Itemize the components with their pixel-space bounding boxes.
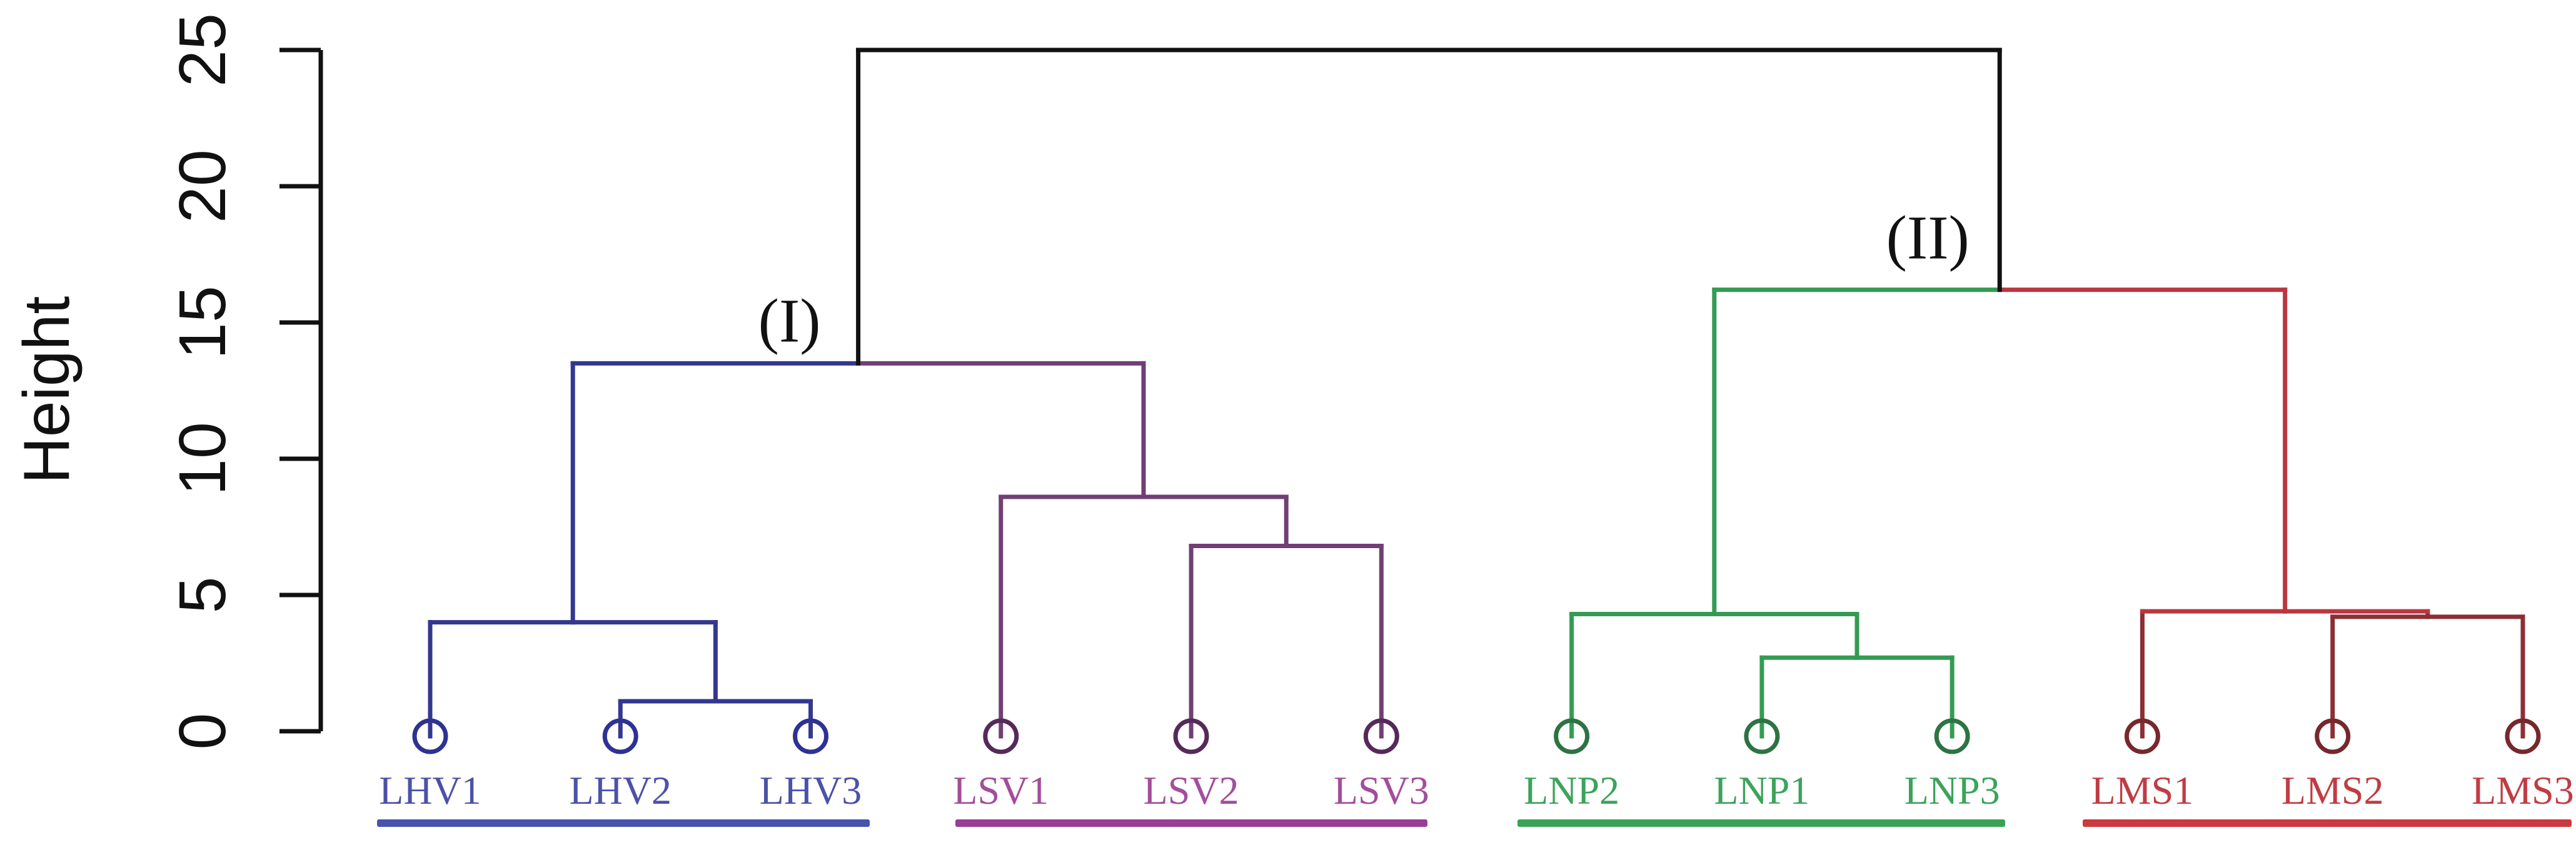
dendrogram-branches [428,48,2525,739]
leaf-circle-icon [1934,718,1970,754]
leaf-label: LMS3 [2472,768,2574,812]
cluster-underline [377,819,870,827]
leaf-circle-icon [2315,718,2351,754]
y-axis: 0 5 10 15 20 25 [166,13,323,750]
leaf-label: LMS2 [2282,768,2384,812]
leaf-labels: LHV1 LHV2 LHV3 LSV1 LSV2 LSV3 LNP2 LNP1 LNP3 LMS1… [379,768,2574,812]
leaf-label: LSV3 [1334,768,1429,812]
leaf-label: LNP3 [1904,768,2000,812]
y-axis-title: Height [11,296,83,484]
leaf-circle-icon [1744,718,1780,754]
leaf-circle-icon [1173,718,1209,754]
leaf-label: LMS1 [2091,768,2194,812]
leaf-circle-icon [793,718,829,754]
y-axis-tick-label: 5 [166,577,239,614]
merge-annotation: (II) [1886,203,1970,272]
y-axis-tick-label: 10 [166,422,239,496]
y-axis-tick-label: 25 [166,13,239,87]
cluster-underlines [377,819,2572,827]
cluster-underline [2083,819,2572,827]
y-axis-tick-label: 15 [166,286,239,359]
leaf-label: LHV1 [379,768,481,812]
leaf-circle-icon [412,718,448,754]
leaf-circle-icon [1554,718,1590,754]
leaf-circle-icon [602,718,638,754]
y-axis-tick-label: 0 [166,713,239,750]
y-axis-tick-label: 20 [166,149,239,223]
leaf-circle-icon [2505,718,2541,754]
leaf-circle-icon [1363,718,1399,754]
leaf-label: LNP1 [1714,768,1809,812]
leaf-label: LHV2 [570,768,672,812]
leaf-circle-icon [983,718,1019,754]
leaf-point-circles [412,718,2541,754]
cluster-annotations: (I) (II) [758,203,1970,356]
leaf-label: LSV2 [1144,768,1239,812]
leaf-circle-icon [2124,718,2160,754]
merge-annotation: (I) [758,286,821,355]
leaf-label: LNP2 [1524,768,1619,812]
leaf-label: LHV3 [760,768,862,812]
cluster-underline [955,819,1427,827]
cluster-underline [1517,819,2005,827]
leaf-label: LSV1 [953,768,1049,812]
